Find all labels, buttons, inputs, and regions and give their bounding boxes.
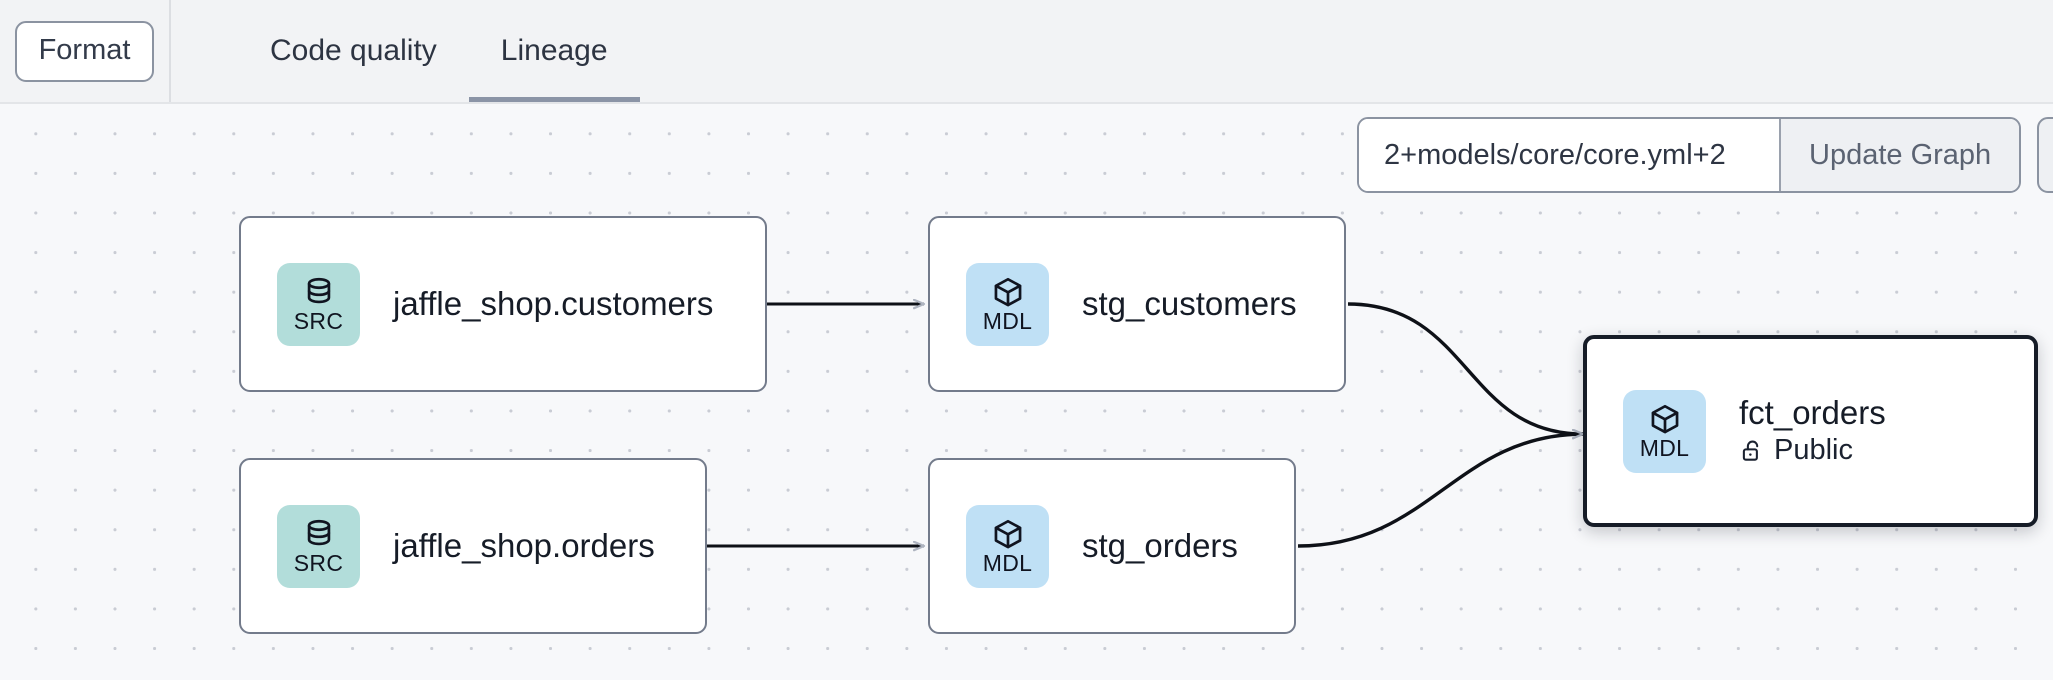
tab-strip: Code quality Lineage xyxy=(171,0,640,102)
node-body: stg_orders xyxy=(1082,526,1238,565)
node-visibility-label: Public xyxy=(1774,434,1853,467)
badge-mdl-label: MDL xyxy=(982,308,1033,334)
badge-mdl: MDL xyxy=(1623,389,1706,473)
node-body: jaffle_shop.orders xyxy=(393,526,655,565)
node-body: jaffle_shop.customers xyxy=(393,284,714,323)
badge-src-label: SRC xyxy=(293,550,344,576)
badge-mdl-label: MDL xyxy=(982,550,1033,576)
node-title: fct_orders xyxy=(1739,394,1886,432)
tab-lineage[interactable]: Lineage xyxy=(468,0,640,102)
lineage-node-fct-orders[interactable]: MDL fct_orders Public xyxy=(1583,335,2038,527)
lineage-node-jaffle-shop-customers[interactable]: SRC jaffle_shop.customers xyxy=(239,216,767,392)
badge-mdl: MDL xyxy=(966,262,1049,346)
badge-mdl: MDL xyxy=(966,504,1049,588)
lineage-node-jaffle-shop-orders[interactable]: SRC jaffle_shop.orders xyxy=(239,458,707,634)
edge-stg-customers-to-fct xyxy=(1347,302,1583,434)
badge-src-label: SRC xyxy=(293,308,344,334)
update-graph-button[interactable]: Update Graph xyxy=(1779,119,2020,191)
format-button[interactable]: Format xyxy=(14,20,155,82)
node-title: stg_customers xyxy=(1082,284,1297,322)
badge-mdl-label: MDL xyxy=(1639,435,1690,461)
node-visibility: Public xyxy=(1739,434,1886,467)
tab-lineage-label: Lineage xyxy=(500,34,608,67)
cube-icon xyxy=(994,277,1021,307)
tab-underline-active xyxy=(468,97,640,102)
graph-selector-group: Update Graph xyxy=(1357,117,2022,193)
top-toolbar: Format Code quality Lineage xyxy=(0,0,2053,104)
cube-icon xyxy=(994,519,1021,549)
lineage-node-stg-orders[interactable]: MDL stg_orders xyxy=(928,458,1296,634)
lineage-canvas[interactable]: SRC jaffle_shop.customers MDL stg_custom… xyxy=(0,104,2053,680)
node-title: jaffle_shop.orders xyxy=(393,526,655,564)
cube-icon xyxy=(1651,404,1678,434)
node-body: fct_orders Public xyxy=(1739,394,1886,467)
edge-stg-orders-to-fct xyxy=(1297,434,1583,548)
lineage-node-stg-customers[interactable]: MDL stg_customers xyxy=(928,216,1346,392)
database-icon xyxy=(307,277,330,304)
tab-code-quality-label: Code quality xyxy=(270,34,437,67)
graph-control-overflow-button[interactable] xyxy=(2037,117,2053,193)
graph-selector-input[interactable] xyxy=(1359,119,1779,191)
badge-src: SRC xyxy=(277,504,360,588)
node-body: stg_customers xyxy=(1082,284,1297,323)
badge-src: SRC xyxy=(277,262,360,346)
format-button-zone: Format xyxy=(0,0,171,102)
node-title: jaffle_shop.customers xyxy=(393,284,714,322)
database-icon xyxy=(307,519,330,546)
unlock-icon xyxy=(1742,440,1759,461)
tab-code-quality[interactable]: Code quality xyxy=(238,0,469,102)
node-title: stg_orders xyxy=(1082,526,1238,564)
